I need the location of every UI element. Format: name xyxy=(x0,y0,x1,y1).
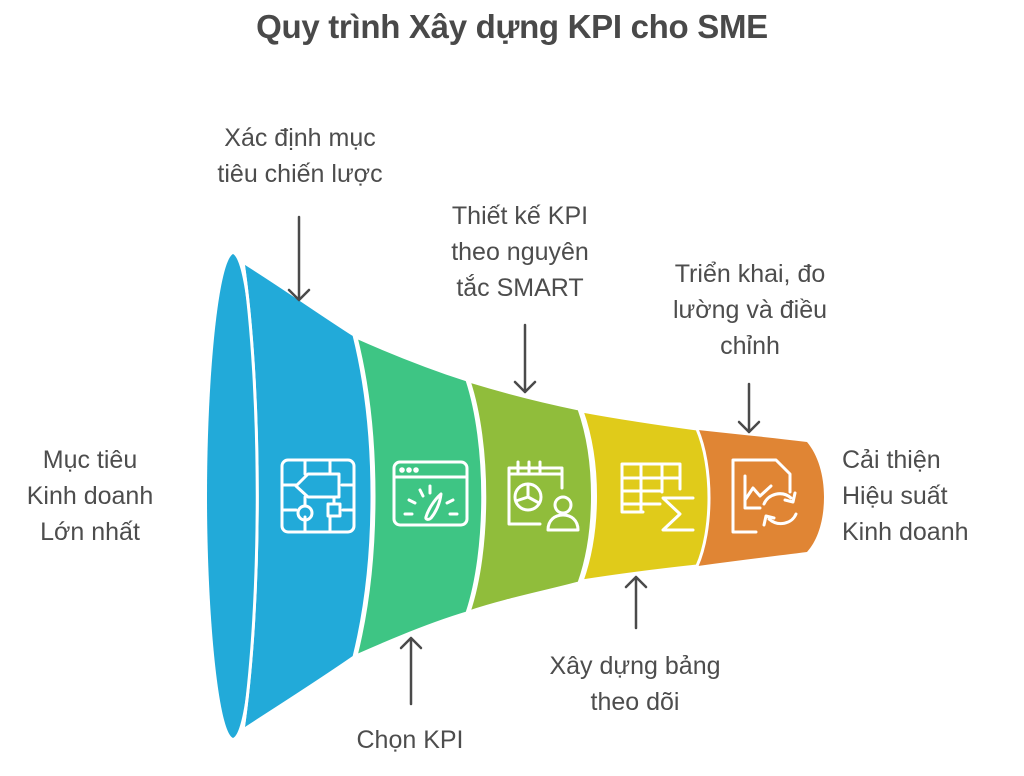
page-title: Quy trình Xây dựng KPI cho SME xyxy=(256,8,768,45)
stage-2-label: Chọn KPI xyxy=(356,726,464,754)
stage-5-label: Triển khai, đo lường và điều chỉnh xyxy=(672,260,828,360)
arrow-stage-4 xyxy=(624,575,648,630)
input-label: Mục tiêu Kinh doanh Lớn nhất xyxy=(26,446,154,546)
funnel-stage-4 xyxy=(579,409,711,583)
stage-1-label: Xác định mục tiêu chiến lược xyxy=(217,124,383,188)
arrow-stage-1 xyxy=(287,215,311,302)
funnel-stage-3 xyxy=(466,378,594,615)
funnel-stage-5 xyxy=(698,430,824,566)
funnel-rim xyxy=(207,254,256,738)
circuit-flowchart-icon xyxy=(280,458,356,534)
funnel-stage-2 xyxy=(353,334,485,659)
spreadsheet-sum-icon xyxy=(620,462,695,532)
report-refresh-icon xyxy=(731,458,798,534)
arrow-stage-3 xyxy=(513,323,537,394)
dashboard-gauge-icon xyxy=(392,460,469,527)
arrow-stage-5 xyxy=(737,382,761,434)
output-label: Cải thiện Hiệu suất Kinh doanh xyxy=(842,446,969,546)
stage-4-label: Xây dựng bảng theo dõi xyxy=(549,652,721,716)
arrow-stage-2 xyxy=(399,636,423,706)
calendar-chart-user-icon xyxy=(507,460,580,532)
stage-3-label: Thiết kế KPI theo nguyên tắc SMART xyxy=(451,202,589,302)
